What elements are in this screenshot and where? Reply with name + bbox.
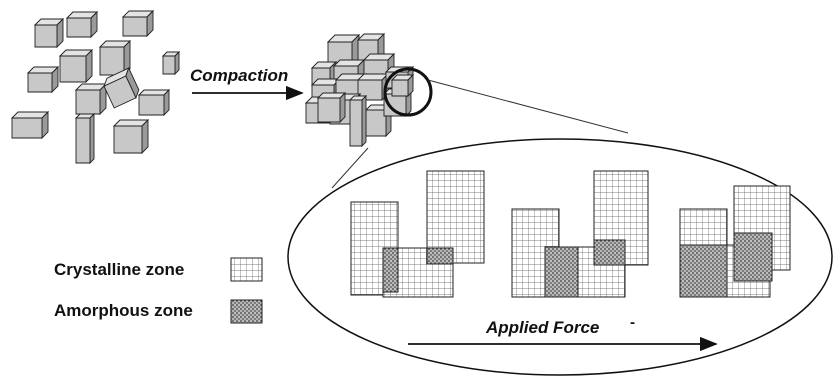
amorphous-region bbox=[679, 244, 728, 298]
stage-2-particles bbox=[511, 170, 649, 298]
zoom-line-top bbox=[427, 79, 629, 134]
amorphous-region bbox=[382, 247, 399, 293]
crystalline-swatch-icon bbox=[230, 257, 263, 282]
amorphous-region bbox=[733, 232, 773, 282]
stage-1-particles bbox=[350, 170, 485, 298]
cube-icon bbox=[326, 33, 361, 68]
amorphous-region bbox=[426, 247, 454, 265]
amorphous-region bbox=[593, 239, 626, 266]
cube-icon bbox=[112, 118, 150, 155]
cube-icon bbox=[348, 94, 368, 148]
magnifier-circle-icon bbox=[383, 67, 433, 117]
cube-icon bbox=[65, 10, 99, 39]
loose-particles bbox=[10, 9, 181, 165]
amorphous-swatch-icon bbox=[230, 299, 263, 324]
force-mark: - bbox=[630, 314, 635, 331]
cube-icon bbox=[316, 91, 347, 124]
cube-icon bbox=[58, 48, 94, 84]
cube-icon bbox=[137, 88, 171, 117]
cube-icon bbox=[26, 65, 60, 94]
applied-force-label: Applied Force bbox=[486, 318, 600, 337]
cube-icon bbox=[10, 110, 50, 140]
cube-icon bbox=[121, 9, 155, 38]
cube-icon bbox=[161, 50, 181, 76]
amorphous-region bbox=[544, 246, 579, 298]
crystalline-legend-label: Crystalline zone bbox=[54, 260, 185, 279]
stage-3-particles bbox=[679, 185, 791, 298]
compaction-label: Compaction bbox=[190, 66, 289, 85]
zoom-line-bottom bbox=[331, 147, 369, 189]
cube-icon bbox=[74, 82, 108, 116]
amorphous-legend-label: Amorphous zone bbox=[54, 301, 193, 320]
cube-icon bbox=[390, 73, 415, 98]
compacted-particles bbox=[304, 32, 415, 148]
cube-icon bbox=[33, 17, 65, 49]
cube-icon bbox=[103, 66, 140, 109]
cube-icon bbox=[74, 112, 96, 165]
